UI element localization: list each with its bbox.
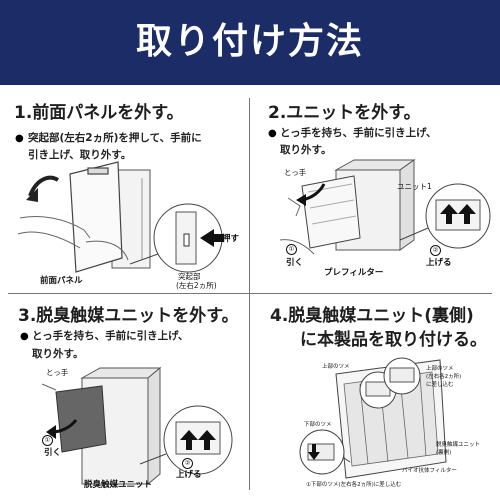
- step-2-line-1: とっ手を持ち、手前に引き上げ、: [280, 127, 437, 139]
- upper-claw-label-right: 上部のツメ: [426, 366, 454, 372]
- step-number-2: ②: [182, 458, 193, 469]
- bullet-icon: ●: [15, 133, 24, 144]
- bullet-icon: ●: [20, 331, 29, 342]
- unit-label: ユニット1: [397, 182, 432, 191]
- step-2-panel: 2.ユニットを外す。 ● とっ手を持ち、手前に引き上げ、 取り外す。: [250, 88, 500, 294]
- step-3-illustration: [41, 366, 233, 486]
- pull-label: 引く: [44, 448, 62, 458]
- front-panel: [69, 161, 123, 273]
- step-2-illustration: [279, 159, 491, 255]
- handle-label: とっ手: [46, 368, 69, 377]
- lower-claw-label: 下部のツメ: [304, 422, 332, 428]
- protrusion-count-label: (左右2ヵ所): [176, 281, 217, 290]
- lift-arrow-icon: [440, 204, 458, 224]
- step-4-title-line-1: 4.脱臭触媒ユニット(裏側): [270, 306, 474, 326]
- step-4-panel: 4.脱臭触媒ユニット(裏側) に本製品を取り付ける。 上部のツメ 上部のツメ: [250, 294, 500, 500]
- pull-label: 引く: [286, 258, 304, 268]
- bullet-icon: ●: [268, 128, 277, 139]
- horizontal-divider: [8, 293, 492, 294]
- prefilter-label: プレフィルター: [324, 268, 384, 278]
- lift-label: 上げる: [426, 258, 452, 268]
- lower-claw-note: ①下部のツメ(左右各2ヵ所)に差し込む: [306, 482, 402, 488]
- protrusion-label: 突起部: [178, 272, 201, 281]
- curved-arrow-icon: [28, 175, 60, 197]
- unit-frame: [301, 175, 361, 249]
- front-panel-label: 前面パネル: [40, 276, 83, 286]
- push-label: 押す: [222, 234, 240, 244]
- step-4-illustration: [299, 357, 447, 479]
- step-1-panel: 1.前面パネルを外す。 ● 突起部(左右2ヵ所)を押して、手前に 引き上げ、取り…: [0, 88, 250, 294]
- lift-arrow-icon: [180, 430, 198, 450]
- lift-arrow-icon: [198, 430, 216, 450]
- deodorizing-unit-label: 脱臭触媒ユニット: [84, 480, 153, 490]
- step-number-2: ②: [430, 245, 441, 256]
- step-3-line-2: 取り外す。: [32, 348, 84, 360]
- lift-arrow-icon: [458, 204, 476, 224]
- push-arrow-icon: [200, 229, 224, 247]
- step-3-panel: 3.脱臭触媒ユニットを外す。 ● とっ手を持ち、手前に引き上げ、 取り外す。 と…: [0, 294, 250, 500]
- step-4-title-line-2: に本製品を取り付ける。: [300, 330, 487, 350]
- step-1-illustration: [17, 161, 224, 273]
- step-number-1: ①: [42, 435, 53, 446]
- handle-label: とっ手: [284, 168, 307, 177]
- step-3-line-1: とっ手を持ち、手前に引き上げ、: [32, 330, 189, 342]
- step-1-title: 1.前面パネルを外す。: [14, 103, 184, 123]
- upper-claw-count: (左右各2ヵ所): [426, 374, 462, 380]
- step-number-1: ①: [286, 244, 297, 255]
- upper-claw-label-left: 上部のツメ: [322, 364, 350, 370]
- bio-filter-label: バイオ抗体フィルター: [402, 468, 457, 474]
- down-arrow-icon: [308, 444, 320, 460]
- header-banner: 取り付け方法: [0, 0, 500, 85]
- unit-back-label: 脱臭触媒ユニット: [436, 442, 481, 448]
- step-2-title: 2.ユニットを外す。: [268, 103, 421, 123]
- step-2-line-2: 取り外す。: [280, 144, 332, 156]
- page-title: 取り付け方法: [135, 21, 364, 62]
- lift-label: 上げる: [176, 470, 202, 480]
- air-purifier-body: [80, 366, 162, 486]
- unit-back-side-label: (裏側): [436, 450, 452, 456]
- step-1-line-1: 突起部(左右2ヵ所)を押して、手前に: [28, 132, 202, 144]
- step-1-line-2: 引き上げ、取り外す。: [28, 149, 132, 161]
- step-3-title: 3.脱臭触媒ユニットを外す。: [18, 306, 239, 326]
- upper-claw-insert: に差し込む: [426, 382, 454, 388]
- vertical-divider: [249, 98, 250, 490]
- deodorizing-unit: [55, 385, 107, 453]
